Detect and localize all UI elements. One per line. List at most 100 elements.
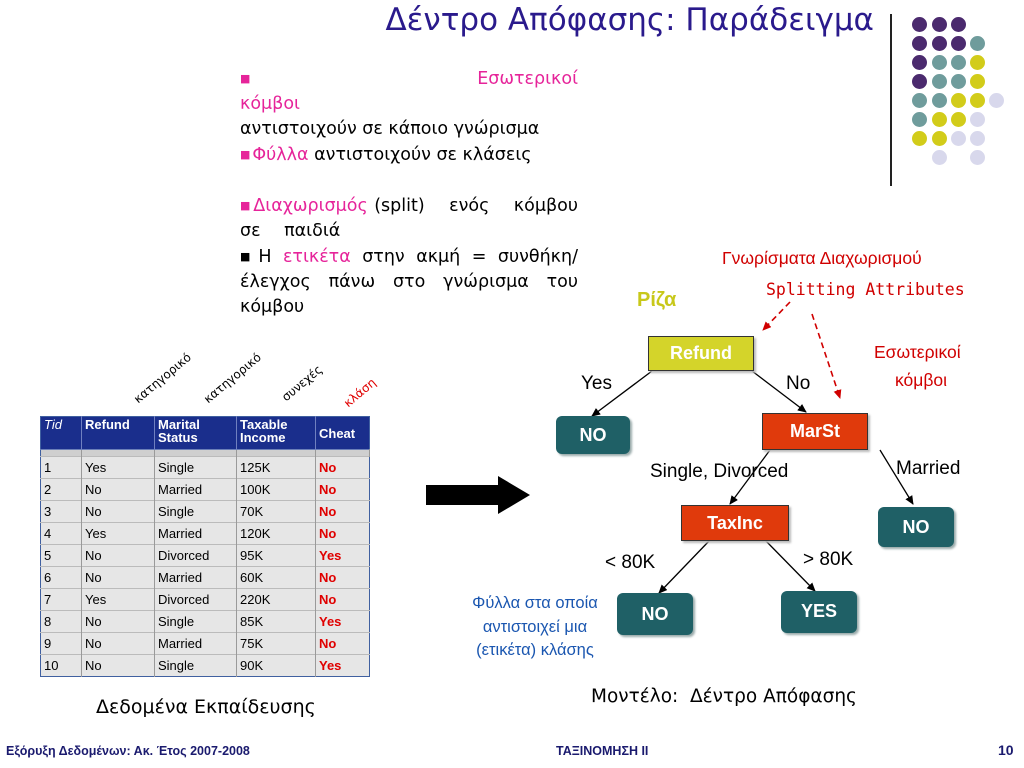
cell-marital-status: Married bbox=[154, 478, 237, 501]
header-cheat: Cheat bbox=[315, 416, 370, 450]
edge-marst-single bbox=[729, 449, 771, 505]
cell-tid: 8 bbox=[40, 610, 82, 633]
table-separator bbox=[40, 449, 370, 457]
cell-taxable-income: 125K bbox=[236, 456, 316, 479]
cell-tid: 4 bbox=[40, 522, 82, 545]
training-data-caption: Δεδομένα Εκπαίδευσης bbox=[96, 696, 316, 718]
bullet-text: αντιστοιχούν σε κλάσεις bbox=[314, 145, 532, 165]
cell-cheat: No bbox=[315, 632, 370, 655]
dot bbox=[951, 55, 966, 70]
cell-marital-status: Married bbox=[154, 566, 237, 589]
cell-tid: 7 bbox=[40, 588, 82, 611]
cell-cheat: No bbox=[315, 566, 370, 589]
cell-refund: Yes bbox=[81, 522, 155, 545]
cell-taxable-income: 85K bbox=[236, 610, 316, 633]
dot bbox=[932, 93, 947, 108]
dot bbox=[932, 17, 947, 32]
root-label: Ρίζα bbox=[637, 289, 677, 311]
header-taxable-income: Taxable Income bbox=[236, 416, 316, 450]
bullet-text: (split) ενός κόμβου σε παιδιά bbox=[240, 196, 578, 241]
cell-refund: No bbox=[81, 500, 155, 523]
dot bbox=[970, 93, 985, 108]
cell-cheat: No bbox=[315, 478, 370, 501]
cell-tid: 5 bbox=[40, 544, 82, 567]
edge-taxinc-gt80 bbox=[764, 539, 816, 592]
title-divider bbox=[890, 14, 892, 186]
cell-taxable-income: 100K bbox=[236, 478, 316, 501]
cell-cheat: No bbox=[315, 456, 370, 479]
dot bbox=[932, 74, 947, 89]
dot bbox=[912, 93, 927, 108]
cell-refund: No bbox=[81, 478, 155, 501]
node-refund: Refund bbox=[648, 336, 754, 371]
cell-refund: No bbox=[81, 566, 155, 589]
bullet-keyword: Διαχωρισμός bbox=[253, 196, 368, 216]
dot bbox=[951, 74, 966, 89]
bullet-split: ■Διαχωρισμός (split) ενός κόμβου σε παιδ… bbox=[240, 193, 578, 244]
bullet-square-icon: ■ bbox=[240, 148, 251, 161]
page-number: 10 bbox=[998, 742, 1014, 758]
cell-taxable-income: 90K bbox=[236, 654, 316, 677]
dot bbox=[951, 93, 966, 108]
dot bbox=[951, 36, 966, 51]
dot bbox=[951, 112, 966, 127]
cell-taxable-income: 220K bbox=[236, 588, 316, 611]
dot bbox=[970, 131, 985, 146]
cell-marital-status: Divorced bbox=[154, 588, 237, 611]
cell-marital-status: Married bbox=[154, 632, 237, 655]
bullet-edge-label: ■Η ετικέτα στην ακμή = συνθήκη/έλεγχος π… bbox=[240, 244, 578, 320]
cell-taxable-income: 95K bbox=[236, 544, 316, 567]
cell-cheat: Yes bbox=[315, 654, 370, 677]
dot bbox=[951, 17, 966, 32]
leaves-note-1: Φύλλα στα οποία bbox=[472, 594, 598, 612]
bullet-leaves: ■Φύλλα αντιστοιχούν σε κλάσεις bbox=[240, 142, 578, 168]
dashed-arrow-refund bbox=[762, 301, 791, 331]
dot bbox=[912, 17, 927, 32]
cell-refund: No bbox=[81, 610, 155, 633]
dot bbox=[932, 36, 947, 51]
cell-tid: 6 bbox=[40, 566, 82, 589]
leaves-note-2: αντιστοιχεί μια bbox=[482, 618, 588, 636]
cell-marital-status: Married bbox=[154, 522, 237, 545]
cell-refund: Yes bbox=[81, 456, 155, 479]
bullet-square-icon: ■ bbox=[240, 250, 257, 263]
cell-marital-status: Single bbox=[154, 456, 237, 479]
edge-label-lt80k: < 80K bbox=[605, 552, 656, 573]
cell-cheat: Yes bbox=[315, 610, 370, 633]
cell-taxable-income: 60K bbox=[236, 566, 316, 589]
training-data-table: Tid Refund Marital Status Taxable Income… bbox=[40, 416, 370, 677]
bullet-keyword: Εσωτερικοί κόμβοι bbox=[240, 69, 578, 114]
dot bbox=[932, 55, 947, 70]
cell-tid: 10 bbox=[40, 654, 82, 677]
splitting-attributes-en: Splitting Attributes bbox=[766, 280, 965, 299]
dot bbox=[989, 93, 1004, 108]
cell-refund: No bbox=[81, 632, 155, 655]
cell-tid: 3 bbox=[40, 500, 82, 523]
footer-course: Εξόρυξη Δεδομένων: Ακ. Έτος 2007-2008 bbox=[6, 744, 250, 758]
slide-title: Δέντρο Απόφασης: Παράδειγμα bbox=[385, 2, 874, 38]
cell-cheat: Yes bbox=[315, 544, 370, 567]
bullet-keyword: Φύλλα bbox=[252, 145, 309, 165]
bullet-keyword: ετικέτα bbox=[282, 247, 351, 267]
dashed-arrow-marst bbox=[811, 313, 842, 399]
cell-taxable-income: 120K bbox=[236, 522, 316, 545]
edge-taxinc-lt80 bbox=[658, 539, 711, 594]
cell-marital-status: Divorced bbox=[154, 544, 237, 567]
leaf-no-married: NO bbox=[878, 507, 954, 547]
dot bbox=[970, 55, 985, 70]
header-tid: Tid bbox=[40, 416, 82, 450]
dot bbox=[912, 55, 927, 70]
cell-marital-status: Single bbox=[154, 500, 237, 523]
header-marital-status: Marital Status bbox=[154, 416, 237, 450]
bullet-text: Η bbox=[258, 247, 272, 267]
cell-tid: 1 bbox=[40, 456, 82, 479]
